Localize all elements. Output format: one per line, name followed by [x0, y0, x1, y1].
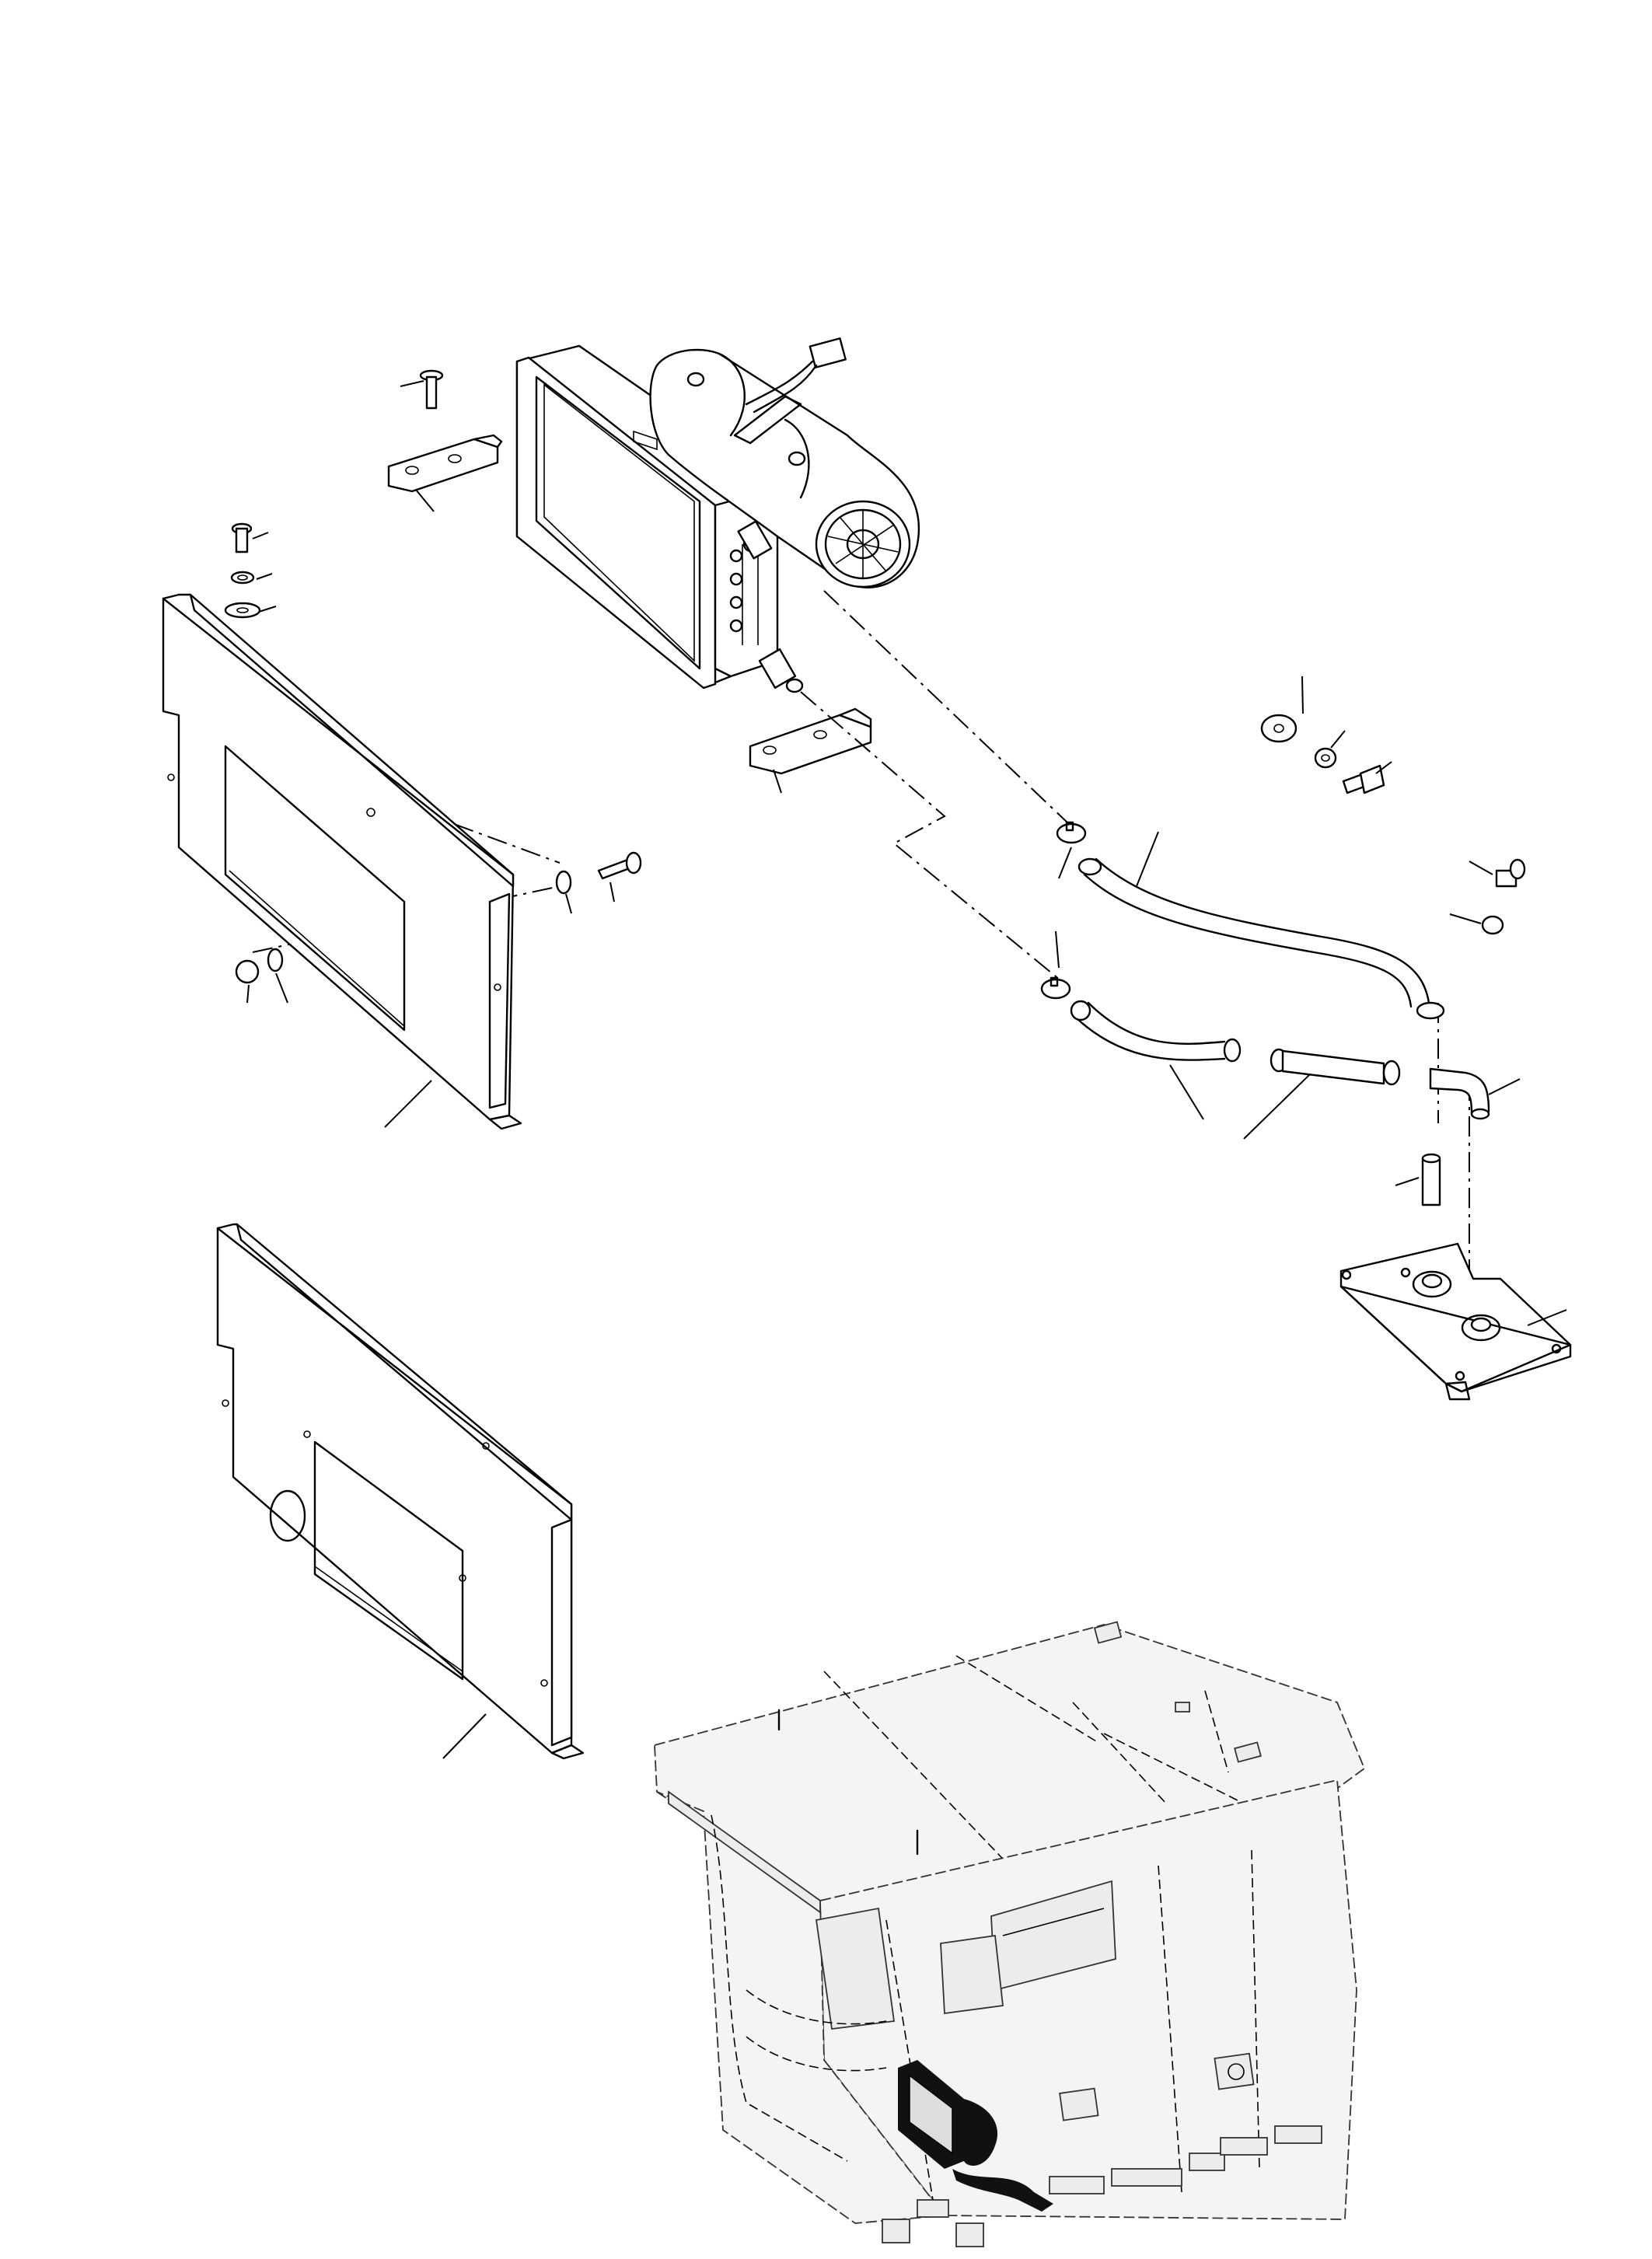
flat-head-screw — [400, 369, 444, 410]
cab-location-view — [654, 1621, 1366, 2247]
elbow-fitting — [1429, 1067, 1521, 1120]
front-cover-panel — [162, 593, 522, 1130]
upper-hose — [1077, 831, 1445, 1020]
hose-clamps — [1040, 821, 1087, 1000]
upper-mounting-bracket — [387, 434, 503, 512]
blower-motor — [649, 337, 920, 588]
short-tube — [1395, 1153, 1441, 1206]
floor-plate — [1339, 1242, 1572, 1401]
lower-mounting-bracket — [749, 707, 872, 794]
lower-hose — [1070, 1000, 1242, 1120]
rear-cover-panel — [216, 1223, 585, 1760]
fasteners — [224, 522, 1526, 1004]
hose-connector-tube — [1243, 1048, 1401, 1140]
